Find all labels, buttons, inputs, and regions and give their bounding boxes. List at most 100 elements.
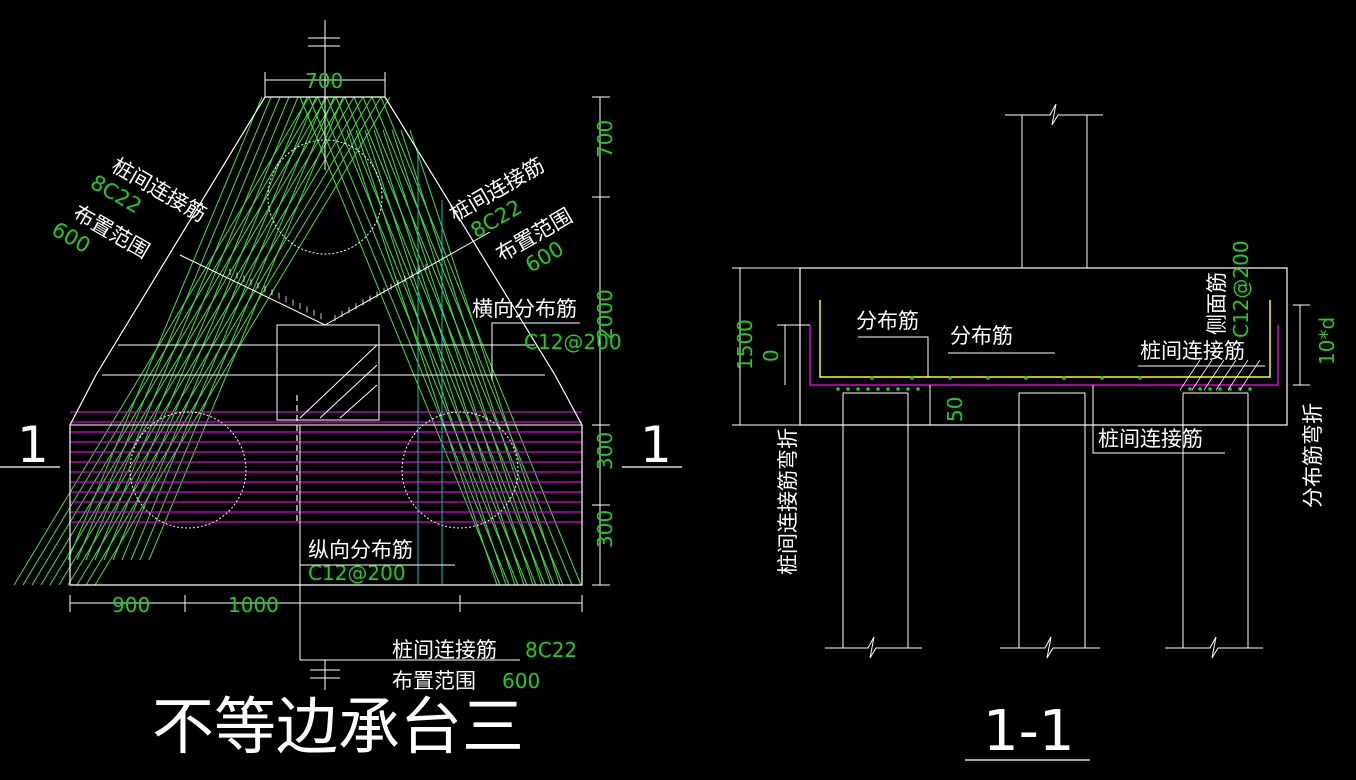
bottom-callout-range-label: 布置范围	[392, 669, 476, 693]
section-marker-right: 1	[640, 416, 672, 474]
rebar-dot	[836, 387, 840, 391]
section-piles	[825, 392, 1263, 659]
rebar-line-band-c	[67, 96, 364, 586]
dim-right-300a: 300	[593, 432, 617, 470]
rebar-line-band-b	[344, 96, 546, 586]
section-cap	[799, 267, 1288, 426]
rebar-line-band-a	[85, 96, 281, 561]
rebar-line-band-c	[85, 96, 382, 586]
column-outline	[276, 324, 380, 421]
rebar-line-band-b	[308, 96, 510, 586]
rebar-line-band-d	[364, 129, 516, 586]
rebar-dot	[870, 376, 874, 380]
dim-right	[592, 96, 610, 586]
rebar-line-band-a	[67, 96, 263, 561]
rebar-line-band-b	[371, 96, 573, 586]
yellow-distribution-bar	[819, 300, 1271, 378]
rebar-dot	[906, 387, 910, 391]
rebar-line-band-b	[299, 96, 501, 586]
plan-view: 700 700 2000 300 300 900 1000 1 1	[0, 20, 682, 763]
right-callout: 桩间连接筋 8C22 布置范围 600	[446, 153, 577, 277]
rebar-dot	[866, 387, 870, 391]
rebar-dots	[836, 376, 1252, 391]
section-marker-left: 1	[17, 416, 49, 474]
rebar-line-band-c	[40, 96, 337, 586]
connection-ticks	[229, 264, 427, 321]
rebar-line-band-a	[112, 96, 308, 561]
rebar-line-band-b	[353, 96, 555, 586]
transverse-label: 横向分布筋	[472, 297, 577, 321]
rebar-line-band-a	[121, 96, 317, 561]
transverse-spec: C12@200	[524, 330, 622, 354]
bottom-callout-range: 600	[502, 669, 540, 693]
dim-top-value: 700	[305, 69, 343, 93]
left-vertical-label: 桩间连接筋弯折	[776, 428, 800, 575]
rebar-line-band-c	[58, 96, 355, 586]
rebar-dot	[856, 387, 860, 391]
transverse-leader	[491, 322, 580, 380]
section-dim-1500: 1500	[733, 319, 757, 370]
rebar-dot	[1138, 376, 1142, 380]
rebar-line-band-c	[22, 96, 319, 586]
section-title: 1-1	[983, 699, 1074, 764]
rebar-dot	[948, 376, 952, 380]
rebar-dot	[876, 387, 880, 391]
rebar-line-band-c	[94, 96, 391, 586]
rebar-dot	[910, 376, 914, 380]
rebar-dot	[896, 387, 900, 391]
section-dim-10d: 10*d	[1315, 317, 1339, 365]
plan-title: 不等边承台三	[152, 690, 524, 763]
rebar-line-band-c	[49, 96, 346, 586]
rebar-line-band-b	[326, 96, 528, 586]
dim-bottom-900: 900	[112, 593, 150, 617]
rebar-line-band-d	[391, 129, 543, 586]
section-dim-0: 0	[759, 349, 783, 362]
pile-conn-leader-bottom	[1092, 385, 1225, 454]
section-dim-50: 50	[943, 397, 967, 422]
pile-cap-outline	[69, 96, 583, 586]
rebar-dot	[986, 376, 990, 380]
dist-bar-label-2: 分布筋	[950, 324, 1013, 348]
left-callout: 桩间连接筋 8C22 布置范围 600	[48, 154, 211, 264]
rebar-line-band-a	[76, 96, 272, 561]
side-bar-spec: C12@200	[1229, 240, 1253, 338]
rebar-line-band-d	[409, 129, 561, 586]
pile-circle-right	[401, 411, 519, 529]
right-vertical-label: 分布筋弯折	[1301, 403, 1325, 508]
dim-right-700: 700	[593, 120, 617, 158]
rebar-dot	[1188, 387, 1192, 391]
dist-bar-label-1: 分布筋	[856, 309, 919, 333]
rebar-line-band-a	[148, 96, 344, 561]
pile-connection-line-right	[324, 231, 491, 326]
dim-top	[264, 72, 386, 97]
rebar-dot	[1198, 387, 1202, 391]
rebar-line-band-d	[400, 129, 552, 586]
transverse-bars-magenta	[70, 411, 582, 523]
pile-circle-left	[129, 411, 247, 529]
rebar-line-band-d	[382, 129, 534, 586]
side-bar-label: 侧面筋	[1205, 272, 1229, 335]
column-hatch	[299, 344, 378, 419]
rebar-line-band-d	[373, 129, 525, 586]
bottom-callout-spec: 8C22	[525, 638, 577, 662]
rebar-line-band-d	[346, 129, 498, 586]
longitudinal-label: 纵向分布筋	[308, 538, 413, 562]
rebar-line-band-b	[335, 96, 537, 586]
rebar-dot	[1100, 376, 1104, 380]
rebar-dot	[1218, 387, 1222, 391]
rebar-line-band-c	[13, 96, 310, 586]
pile-conn-label-bottom: 桩间连接筋	[1098, 427, 1203, 451]
pile-connection-line-left	[179, 254, 326, 326]
rebar-line-band-a	[130, 96, 326, 561]
dim-right-300b: 300	[593, 510, 617, 548]
right-hatch	[1179, 359, 1261, 391]
section-view: 1500 0 50 10*d 分布筋 分布筋 桩间连接筋 桩间连接筋 侧面筋 C…	[732, 103, 1339, 764]
rebar-line-band-c	[76, 96, 373, 586]
rebar-line-band-a	[139, 96, 335, 561]
bottom-callout-label: 桩间连接筋	[392, 638, 497, 662]
section-dim-right	[1293, 304, 1310, 386]
rebar-line-band-c	[31, 96, 328, 586]
section-dim-left	[732, 267, 810, 426]
rebar-dot	[886, 387, 890, 391]
